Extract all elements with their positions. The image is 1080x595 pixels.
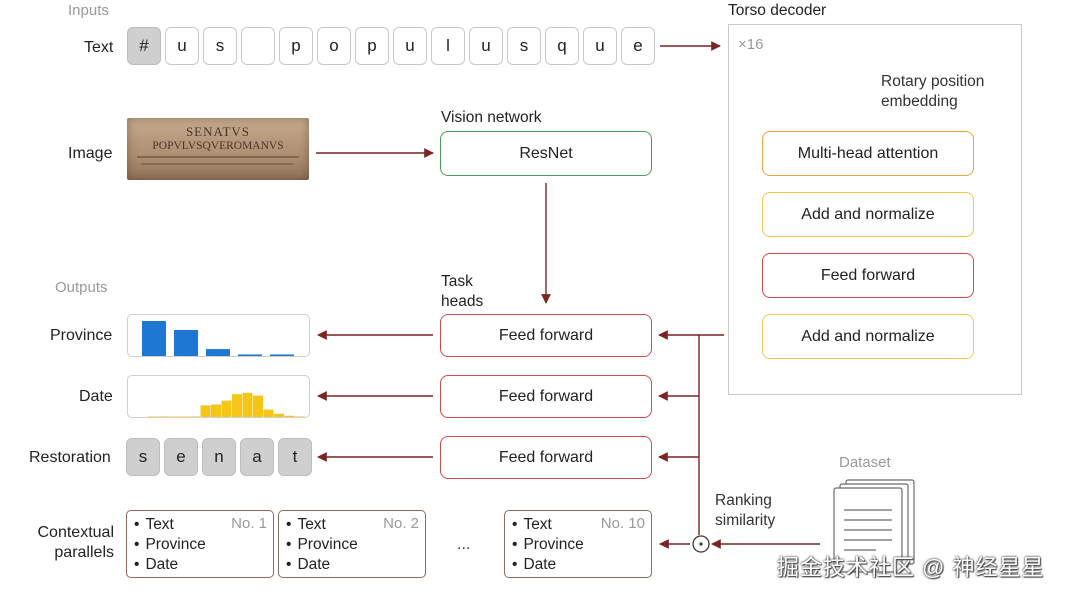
restoration-token: n: [202, 438, 236, 476]
resnet-box: ResNet: [440, 131, 652, 176]
province-chart: [127, 314, 310, 357]
text-token: u: [469, 27, 503, 65]
text-token: [241, 27, 275, 65]
text-token: p: [355, 27, 389, 65]
image-label: Image: [68, 145, 113, 162]
torso-feed-forward-box: Feed forward: [762, 253, 974, 298]
restoration-token: a: [240, 438, 274, 476]
date-bar: [211, 404, 221, 418]
province-bar: [142, 321, 166, 357]
restoration-token: s: [126, 438, 160, 476]
province-chart-svg: [142, 321, 294, 357]
date-chart: [127, 375, 310, 418]
dataset-documents-icon: [833, 479, 915, 573]
task-heads-line-1: Task: [441, 273, 473, 290]
date-chart-svg: [148, 392, 305, 418]
inputs-header: Inputs: [68, 2, 109, 19]
text-token: u: [583, 27, 617, 65]
date-bar: [284, 415, 295, 418]
watermark-text: 掘金技术社区 @ 神经星星: [777, 555, 1045, 580]
text-token: s: [203, 27, 237, 65]
parallel-item-province: Province: [512, 535, 583, 555]
restoration-label: Restoration: [29, 449, 111, 466]
parallel-item-province: Province: [134, 535, 205, 555]
province-bar: [206, 349, 230, 357]
text-token: u: [165, 27, 199, 65]
date-bar: [253, 395, 263, 418]
parallels-ellipsis: ...: [457, 536, 471, 553]
parallel-card-10: No. 10 Text Province Date: [504, 510, 652, 578]
outputs-header: Outputs: [55, 279, 108, 296]
add-normalize-box-2: Add and normalize: [762, 314, 974, 359]
date-bar: [242, 392, 253, 418]
restoration-token: t: [278, 438, 312, 476]
text-token: o: [317, 27, 351, 65]
text-token: l: [431, 27, 465, 65]
date-bar: [148, 416, 158, 418]
parallel-item-date: Date: [512, 555, 584, 575]
date-bar: [179, 416, 190, 418]
contextual-parallels-label: Contextual parallels: [34, 523, 115, 563]
parallels-label-line-1: Contextual: [37, 524, 115, 541]
head-feed-forward-province: Feed forward: [440, 314, 652, 357]
ranking-similarity-label: Ranking similarity: [715, 491, 775, 531]
parallel-number: No. 2: [383, 515, 419, 532]
head-feed-forward-date: Feed forward: [440, 375, 652, 418]
province-label: Province: [50, 327, 113, 344]
parallel-card-2: No. 2 Text Province Date: [278, 510, 426, 578]
province-bar: [238, 354, 262, 357]
date-bar: [274, 413, 284, 418]
ranking-line-1: Ranking: [715, 492, 772, 509]
text-token: p: [279, 27, 313, 65]
task-heads-header: Task heads: [441, 272, 483, 312]
parallel-item-date: Date: [134, 555, 206, 575]
text-token: u: [393, 27, 427, 65]
date-bar: [200, 405, 211, 418]
head-feed-forward-restoration: Feed forward: [440, 436, 652, 479]
date-bar: [232, 394, 242, 418]
parallel-card-1: No. 1 Text Province Date: [126, 510, 274, 578]
text-token: #: [127, 27, 161, 65]
date-bar: [221, 400, 232, 418]
ranking-line-2: similarity: [715, 512, 776, 529]
parallel-item-date: Date: [286, 555, 358, 575]
vision-network-header: Vision network: [441, 109, 542, 126]
multi-head-attention-box: Multi-head attention: [762, 131, 974, 176]
inscription-image: SENATVS POPVLVSQVEROMANVS: [127, 118, 309, 180]
text-token: q: [545, 27, 579, 65]
date-bar: [263, 409, 274, 418]
parallel-number: No. 1: [231, 515, 267, 532]
restoration-token: e: [164, 438, 198, 476]
province-bar: [270, 354, 294, 357]
parallel-item-text: Text: [286, 515, 358, 535]
parallel-item-text: Text: [512, 515, 584, 535]
repeat-count: ×16: [738, 36, 764, 53]
date-bar: [190, 416, 200, 418]
rotary-label-line-1: Rotary position: [881, 73, 985, 90]
date-label: Date: [79, 388, 113, 405]
parallel-item-text: Text: [134, 515, 206, 535]
dataset-label: Dataset: [839, 454, 891, 471]
date-bar: [169, 416, 179, 418]
add-normalize-box-1: Add and normalize: [762, 192, 974, 237]
rotary-label: Rotary position embedding: [881, 72, 984, 112]
torso-decoder-header: Torso decoder: [728, 2, 827, 19]
parallel-item-province: Province: [286, 535, 357, 555]
rotary-label-line-2: embedding: [881, 93, 958, 110]
parallel-number: No. 10: [600, 515, 645, 532]
text-token: s: [507, 27, 541, 65]
inscription-line-2: POPVLVSQVEROMANVS: [152, 140, 284, 152]
date-bar: [295, 416, 305, 418]
text-token: e: [621, 27, 655, 65]
text-label: Text: [84, 39, 114, 56]
province-bar: [174, 330, 198, 357]
inscription-line-1: SENATVS: [185, 124, 251, 139]
parallels-label-line-2: parallels: [54, 544, 114, 561]
date-bar: [158, 416, 169, 418]
task-heads-line-2: heads: [441, 293, 484, 310]
